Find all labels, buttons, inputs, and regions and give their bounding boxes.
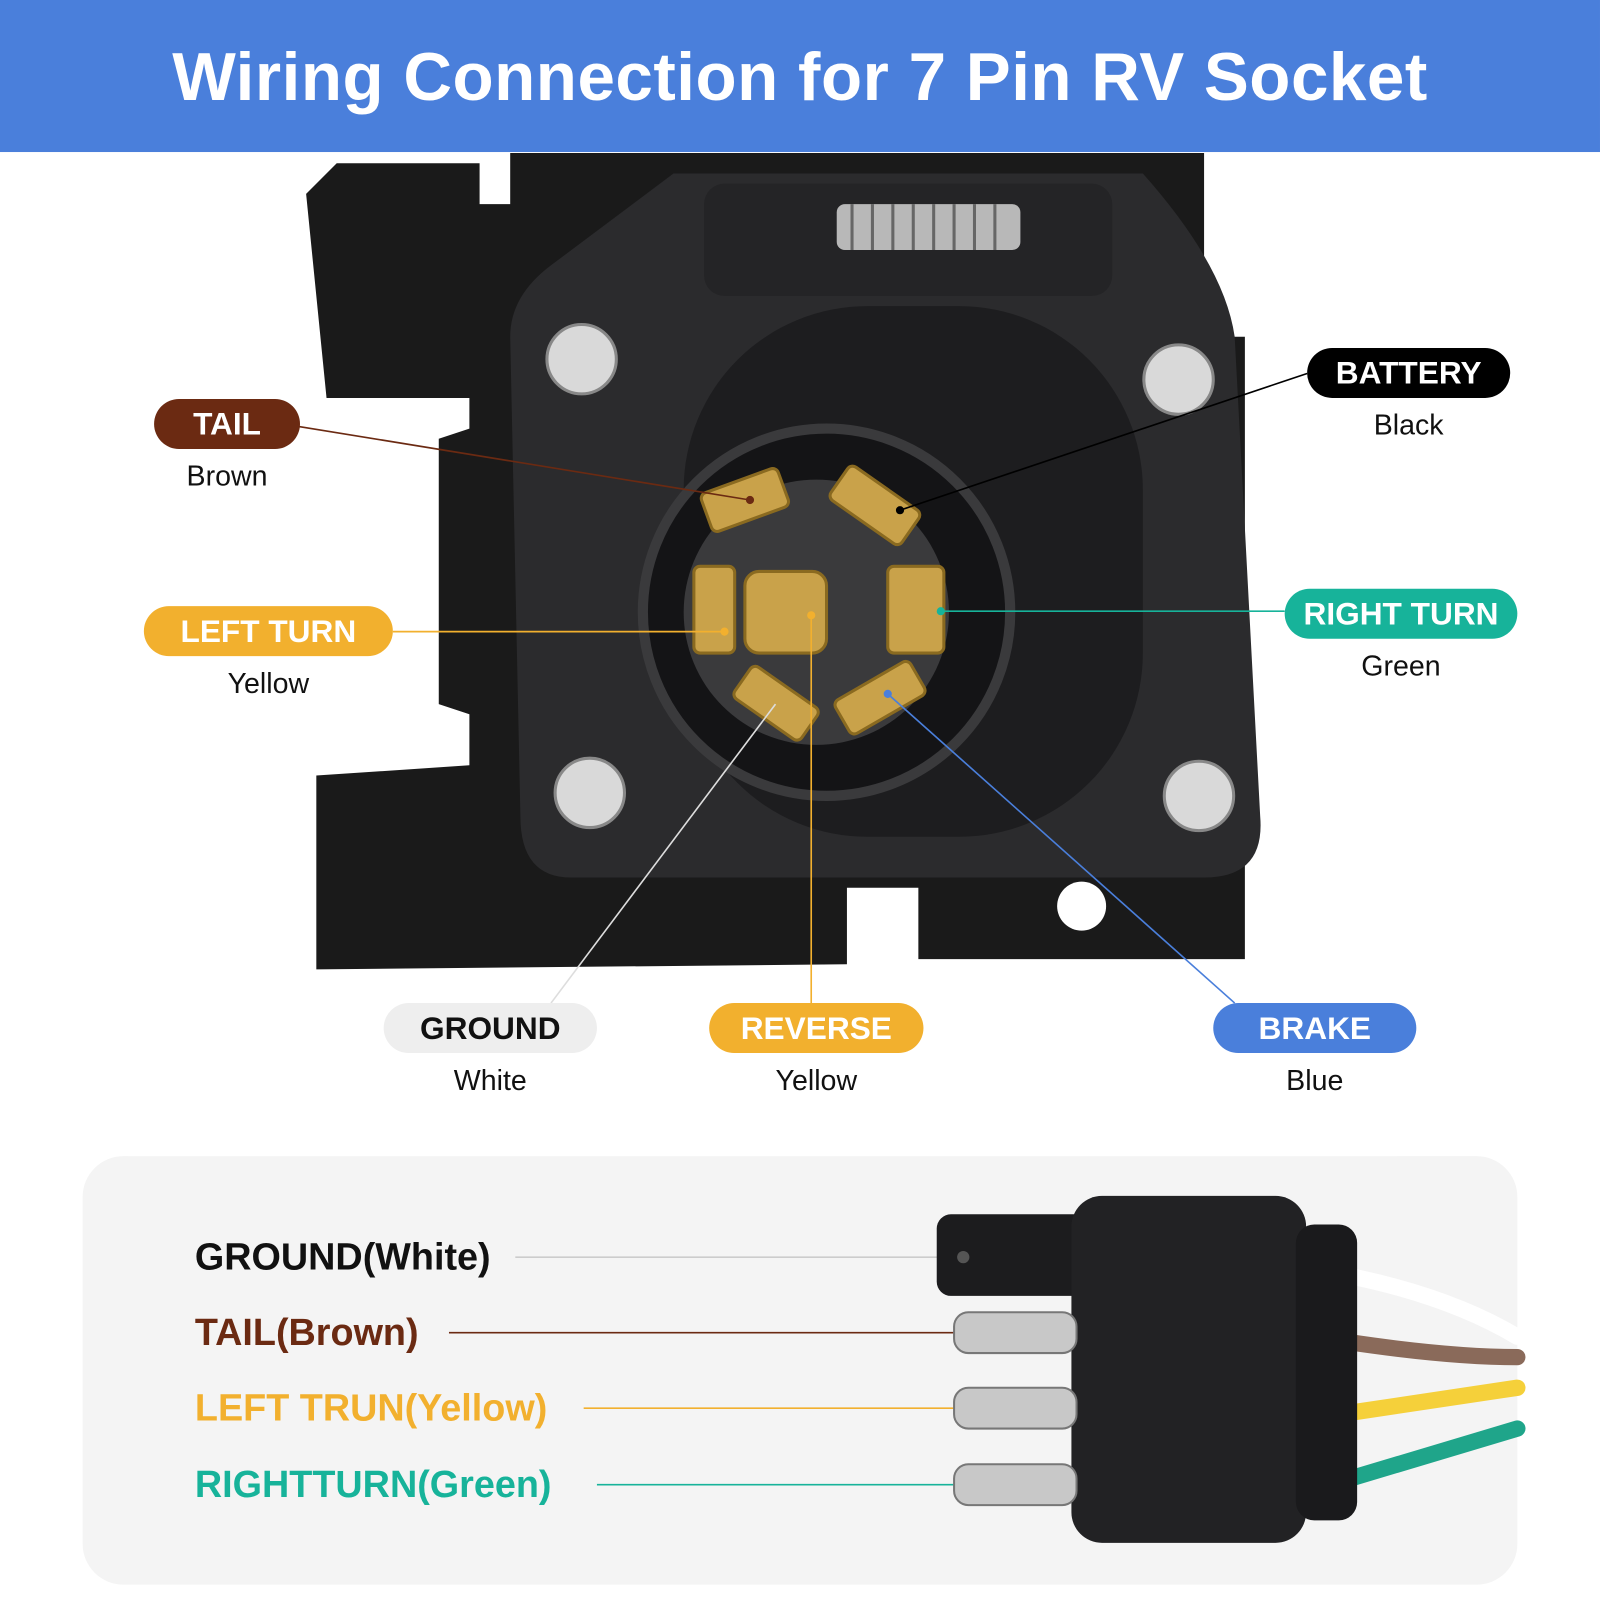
- pin-color-brake: Blue: [1286, 1064, 1344, 1096]
- connector-ground-socket: [936, 1214, 1090, 1296]
- pin-color-ground: White: [453, 1064, 527, 1096]
- pin-color-left-turn: Yellow: [227, 667, 310, 699]
- pin-label-reverse: REVERSE: [709, 1003, 924, 1054]
- wire-yellow: [1338, 1379, 1526, 1422]
- pin-label-ground: GROUND: [383, 1003, 597, 1054]
- leader-battery: [899, 372, 1308, 511]
- pin-label-battery: BATTERY: [1307, 347, 1511, 398]
- pin-label-brake: BRAKE: [1213, 1003, 1417, 1054]
- pin-label-right-turn: RIGHT TURN: [1284, 588, 1518, 639]
- pin-color-tail: Brown: [186, 460, 268, 492]
- pin-battery: [828, 464, 922, 547]
- wire-white: [1338, 1267, 1526, 1345]
- pin-color-right-turn: Green: [1361, 649, 1441, 682]
- screw-icon: [553, 756, 627, 830]
- pin-color-battery: Black: [1373, 409, 1444, 441]
- mount-hole: [1057, 881, 1107, 931]
- leader-ground: [550, 703, 777, 1004]
- connector-pin-left: [953, 1386, 1078, 1430]
- pin-label-tail: TAIL: [154, 398, 300, 449]
- screw-icon: [1162, 759, 1236, 833]
- connector-label-right-turn: RIGHTTURN(Green): [194, 1463, 552, 1506]
- connector-body: [1071, 1195, 1307, 1543]
- connector-label-tail: TAIL(Brown): [194, 1311, 419, 1354]
- wire-green: [1338, 1420, 1526, 1488]
- screw-icon: [1142, 343, 1215, 416]
- connector-pin-tail: [953, 1311, 1078, 1355]
- pin-reverse: [743, 569, 829, 655]
- wire-brown: [1338, 1333, 1526, 1366]
- pin-tail: [699, 467, 791, 533]
- pin-color-reverse: Yellow: [775, 1064, 858, 1096]
- connector-pin-right: [953, 1463, 1078, 1507]
- pin-label-left-turn: LEFT TURN: [143, 606, 393, 657]
- page-title: Wiring Connection for 7 Pin RV Socket: [172, 38, 1428, 114]
- leader-brake: [887, 693, 1236, 1004]
- screw-icon: [545, 322, 618, 396]
- leader-tail: [298, 425, 751, 501]
- title-banner: Wiring Connection for 7 Pin RV Socket: [0, 0, 1600, 153]
- connector-label-ground: GROUND(White): [194, 1235, 491, 1278]
- pin-brake: [833, 659, 927, 736]
- connector-label-left-turn: LEFT TRUN(Yellow): [194, 1386, 548, 1429]
